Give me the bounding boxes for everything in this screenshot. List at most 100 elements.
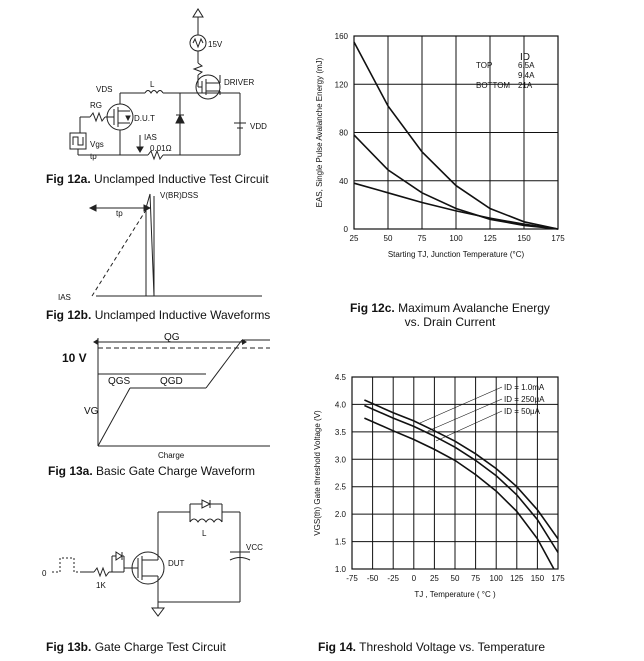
x-tick-label: 75 [471,574,480,583]
y-tick-label: 80 [339,129,348,138]
x-tick-label: 125 [510,574,524,583]
fig12b-tp-label: tp [116,209,123,218]
fig14-legend-item: ID = 1.0mA [504,383,545,392]
fig13a-caption-text: Basic Gate Charge Waveform [96,464,255,478]
y-tick-label: 3.5 [335,428,347,437]
fig12c-legend-row-value: 21A [518,81,533,90]
fig13b-source-label: 0 [42,569,47,578]
fig12a-res-label: 0.01Ω [150,144,172,153]
y-tick-label: 2.5 [335,483,347,492]
fig12b-caption: Fig 12b. Unclamped Inductive Waveforms [46,308,270,322]
x-tick-label: 100 [490,574,504,583]
fig12c-series [353,41,559,230]
fig12a-caption-text: Unclamped Inductive Test Circuit [94,172,269,186]
x-tick-label: 25 [350,234,359,243]
fig12b-waveform: V(BR)DSS tp IAS [58,191,262,302]
fig14-series [364,399,559,570]
fig13b-caption-text: Gate Charge Test Circuit [94,640,226,654]
fig13b-circuit: 0 1K DUT L VCC [42,499,263,617]
fig12a-dut-label: D.U.T [134,114,155,123]
x-tick-label: -75 [346,574,358,583]
fig12c-legend-row-value: 9.4A [518,71,535,80]
series-line-2 [353,134,559,230]
fig12c-ylabel: EAS, Single Pulse Avalanche Energy (mJ) [315,57,324,207]
fig12b-vbr-label: V(BR)DSS [160,191,198,200]
fig12a-circuit: 15V DRIVER VDS L RG D.U.T IAS VDD Vgs tp… [69,8,267,161]
x-tick-label: 100 [449,234,463,243]
fig13a-vg-label: VG [84,406,99,417]
fig12b-ias-label: IAS [58,293,71,302]
fig13a-waveform: 10 V QG QGS QGD VG Charge [62,332,270,460]
fig14-caption-text: Threshold Voltage vs. Temperature [359,640,546,654]
fig12c-caption-line2: vs. Drain Current [404,315,496,329]
fig14-grid [351,376,559,570]
y-tick-label: 160 [335,32,349,41]
y-tick-label: 1.0 [335,565,347,574]
series-line-1 [364,399,559,540]
fig12c-xlabel: Starting TJ, Junction Temperature (°C) [388,250,525,259]
x-tick-label: 50 [451,574,460,583]
fig14-caption-num: Fig 14. [318,640,357,654]
x-tick-label: 50 [384,234,393,243]
x-tick-label: 175 [551,234,565,243]
fig13b-l-label: L [202,529,207,538]
fig13b-vcc-label: VCC [246,543,263,552]
fig12c-frame [353,35,559,230]
fig12c-legend-row-value: 6.5A [518,61,535,70]
series-line-3 [353,182,559,230]
fig12c-caption: Fig 12c. Maximum Avalanche Energy vs. Dr… [345,301,555,329]
fig12a-driver-label: DRIVER [224,78,254,87]
fig13b-dut-label: DUT [168,559,185,568]
fig12a-tp-label: tp [90,152,97,161]
y-tick-label: 1.5 [335,538,347,547]
x-tick-label: 150 [517,234,531,243]
fig12b-caption-text: Unclamped Inductive Waveforms [94,308,271,322]
fig12c-caption-num: Fig 12c. [350,301,395,315]
fig13a-qgs-label: QGS [108,376,131,387]
fig12b-caption-num: Fig 12b. [46,308,92,322]
fig13b-caption-num: Fig 13b. [46,640,92,654]
fig13b-1k-label: 1K [96,581,106,590]
fig12c-legend-header: ID [520,52,530,63]
y-tick-label: 0 [344,225,349,234]
y-tick-label: 2.0 [335,510,347,519]
y-tick-label: 4.0 [335,400,347,409]
fig13a-qgd-label: QGD [160,376,183,387]
x-tick-label: 25 [430,574,439,583]
series-line-1 [353,41,559,230]
fig12a-vgs-label: Vgs [90,140,104,149]
x-tick-label: 150 [531,574,545,583]
fig12c-legend-row-label: TOP [476,61,492,70]
fig13a-qg-label: QG [164,332,180,343]
y-tick-label: 40 [339,177,348,186]
fig13b-caption: Fig 13b. Gate Charge Test Circuit [46,640,226,654]
fig12a-caption-num: Fig 12a. [46,172,91,186]
y-tick-label: 4.5 [335,373,347,382]
fig14-legend: ID = 1.0mA ID = 250μA ID = 50μA [419,383,545,442]
series-line-2 [364,404,559,553]
fig12a-rg-label: RG [90,101,102,110]
x-tick-label: 0 [412,574,417,583]
x-tick-label: 175 [551,574,565,583]
fig12c-caption-line1: Maximum Avalanche Energy [398,301,550,315]
fig12a-15v-label: 15V [208,40,223,49]
fig13a-caption-num: Fig 13a. [48,464,93,478]
fig14-ylabel: VGS(th) Gate threshold Voltage (V) [313,410,322,536]
fig13a-caption: Fig 13a. Basic Gate Charge Waveform [48,464,255,478]
fig14-xlabel: TJ , Temperature ( °C ) [414,590,496,599]
fig12c-legend-row-label: BOTTOM [476,81,510,90]
fig12a-vds-label: VDS [96,85,112,94]
series-line-3 [364,417,555,570]
fig14-legend-item: ID = 50μA [504,407,541,416]
fig14-frame [351,376,559,570]
x-tick-label: 75 [418,234,427,243]
fig12a-vdd-label: VDD [250,122,267,131]
fig13a-10v-label: 10 V [62,351,87,365]
fig14-caption: Fig 14. Threshold Voltage vs. Temperatur… [318,640,545,654]
y-tick-label: 3.0 [335,455,347,464]
fig14-legend-item: ID = 250μA [504,395,545,404]
